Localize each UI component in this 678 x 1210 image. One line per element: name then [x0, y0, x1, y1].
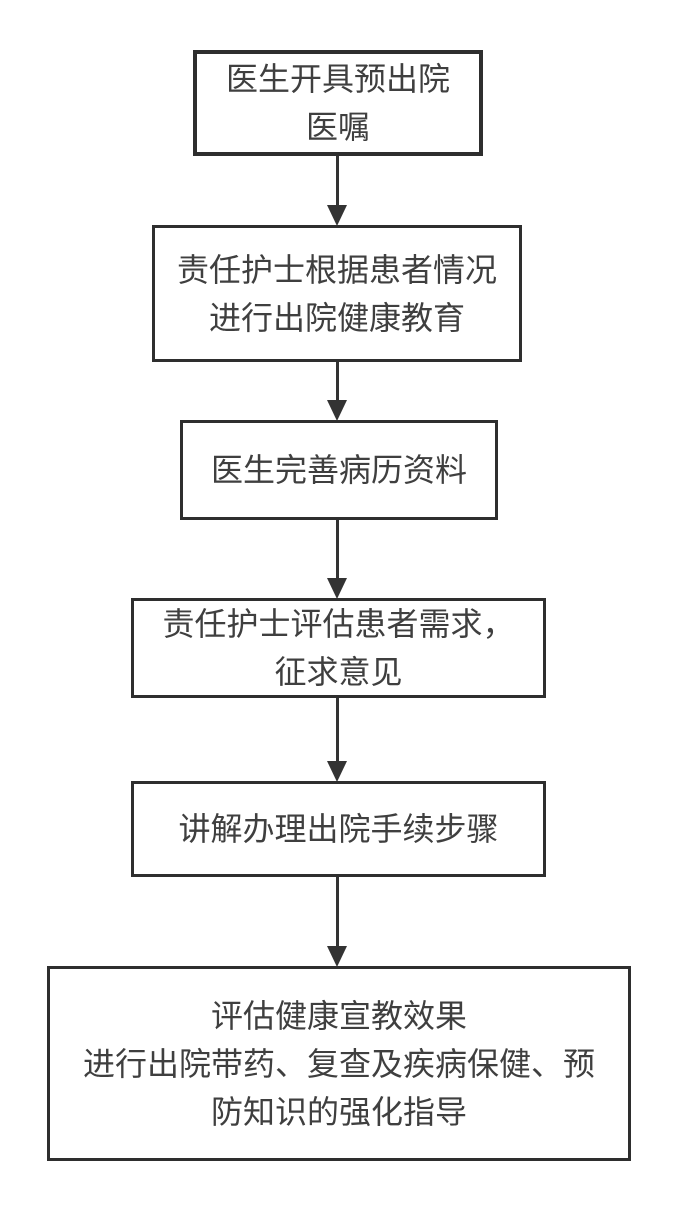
down-arrow-3 [327, 520, 347, 599]
down-arrow-1 [327, 156, 347, 226]
flow-node-complete-medical-records: 医生完善病历资料 [180, 420, 498, 520]
arrowhead-icon [327, 946, 347, 967]
node-text-line: 评估健康宣教效果 [210, 996, 467, 1035]
node-text-line: 医嘱 [305, 108, 370, 146]
flow-node-explain-discharge-procedures: 讲解办理出院手续步骤 [131, 781, 546, 877]
flow-node-pre-discharge-order: 医生开具预出院 医嘱 [193, 50, 483, 156]
arrow-stem [335, 520, 339, 578]
down-arrow-5 [327, 877, 347, 967]
node-text-line: 讲解办理出院手续步骤 [178, 810, 499, 848]
arrowhead-icon [327, 205, 347, 226]
node-text-line: 责任护士根据患者情况 [176, 250, 497, 289]
arrow-stem [335, 698, 339, 761]
arrow-stem [335, 156, 339, 205]
node-text-line: 进行出院健康教育 [208, 298, 465, 337]
node-text-line: 进行出院带药、复查及疾病保健、预 [82, 1044, 595, 1083]
arrowhead-icon [327, 578, 347, 599]
node-text-line: 防知识的强化指导 [210, 1092, 467, 1131]
node-text-line: 征求意见 [274, 653, 403, 691]
node-text-line: 责任护士评估患者需求， [162, 605, 515, 643]
node-text-line: 医生开具预出院 [225, 60, 450, 98]
flow-node-reinforced-guidance: 评估健康宣教效果 进行出院带药、复查及疾病保健、预 防知识的强化指导 [47, 966, 631, 1161]
arrow-stem [335, 362, 339, 400]
arrow-stem [335, 877, 339, 946]
node-text-line: 医生完善病历资料 [210, 451, 467, 489]
down-arrow-2 [327, 362, 347, 421]
flow-node-assess-patient-needs: 责任护士评估患者需求， 征求意见 [131, 598, 546, 698]
arrowhead-icon [327, 761, 347, 782]
down-arrow-4 [327, 698, 347, 782]
arrowhead-icon [327, 400, 347, 421]
flow-node-health-education: 责任护士根据患者情况 进行出院健康教育 [152, 225, 522, 362]
